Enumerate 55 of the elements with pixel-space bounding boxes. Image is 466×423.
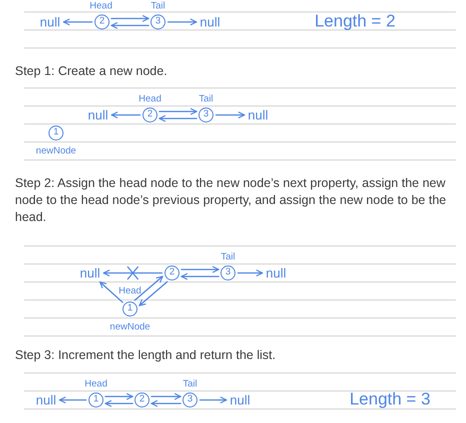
numbered-node-circle: 2 (164, 266, 180, 280)
arrow (158, 108, 198, 115)
arrow (215, 112, 246, 118)
arrow (167, 18, 198, 26)
null-pointer-label: null (228, 394, 252, 406)
step-description: Step 2: Assign the head node to the new node’s next property, assign the new node to the head node’s previous property, and assign the new node to be the head. (15, 175, 448, 226)
length-note: Length = 3 (350, 390, 430, 408)
numbered-node-circle: 1 (88, 392, 104, 408)
null-pointer-label: null (246, 108, 270, 122)
node-caption: Head (118, 286, 142, 296)
null-pointer-label: null (38, 16, 62, 28)
node-caption: Tail (182, 379, 198, 389)
arrow (99, 281, 124, 303)
node-caption: Tail (220, 252, 236, 262)
arrow (134, 276, 164, 301)
arrow (104, 400, 134, 407)
null-pointer-label: null (78, 266, 102, 280)
numbered-node-circle: 2 (134, 392, 150, 408)
node-caption: Tail (150, 1, 166, 11)
arrow (104, 393, 134, 400)
arrow (58, 396, 87, 404)
step-description: Step 3: Increment the length and return the list. (15, 347, 277, 364)
arrow (110, 15, 150, 22)
arrow (62, 18, 93, 26)
arrow (180, 273, 220, 280)
arrow (110, 112, 141, 118)
numbered-node-circle: 1 (122, 302, 138, 316)
arrow (110, 22, 150, 29)
node-caption: Head (138, 94, 162, 104)
arrow (150, 393, 182, 400)
arrow (150, 400, 182, 407)
node-caption: newNode (110, 322, 150, 332)
arrow (199, 396, 228, 404)
null-pointer-label: null (264, 266, 288, 280)
arrow (237, 270, 264, 276)
null-pointer-label: null (86, 108, 110, 122)
null-pointer-label: null (34, 394, 58, 406)
numbered-node-circle: 3 (220, 266, 236, 280)
arrow (158, 115, 198, 122)
length-note: Length = 2 (314, 12, 396, 30)
node-caption: Head (84, 379, 108, 389)
node-caption: newNode (36, 146, 76, 156)
numbered-node-circle: 3 (150, 14, 166, 30)
step-description: Step 1: Create a new node. (15, 63, 168, 80)
node-caption: Tail (198, 94, 214, 104)
numbered-node-circle: 1 (48, 126, 64, 140)
arrow (138, 281, 168, 306)
node-caption: Head (90, 1, 112, 11)
numbered-node-circle: 2 (142, 108, 158, 122)
arrow (180, 266, 220, 273)
numbered-node-circle: 2 (94, 14, 110, 30)
numbered-node-circle: 3 (198, 108, 214, 122)
numbered-node-circle: 3 (182, 392, 198, 408)
null-pointer-label: null (198, 16, 222, 28)
arrow (102, 270, 163, 276)
